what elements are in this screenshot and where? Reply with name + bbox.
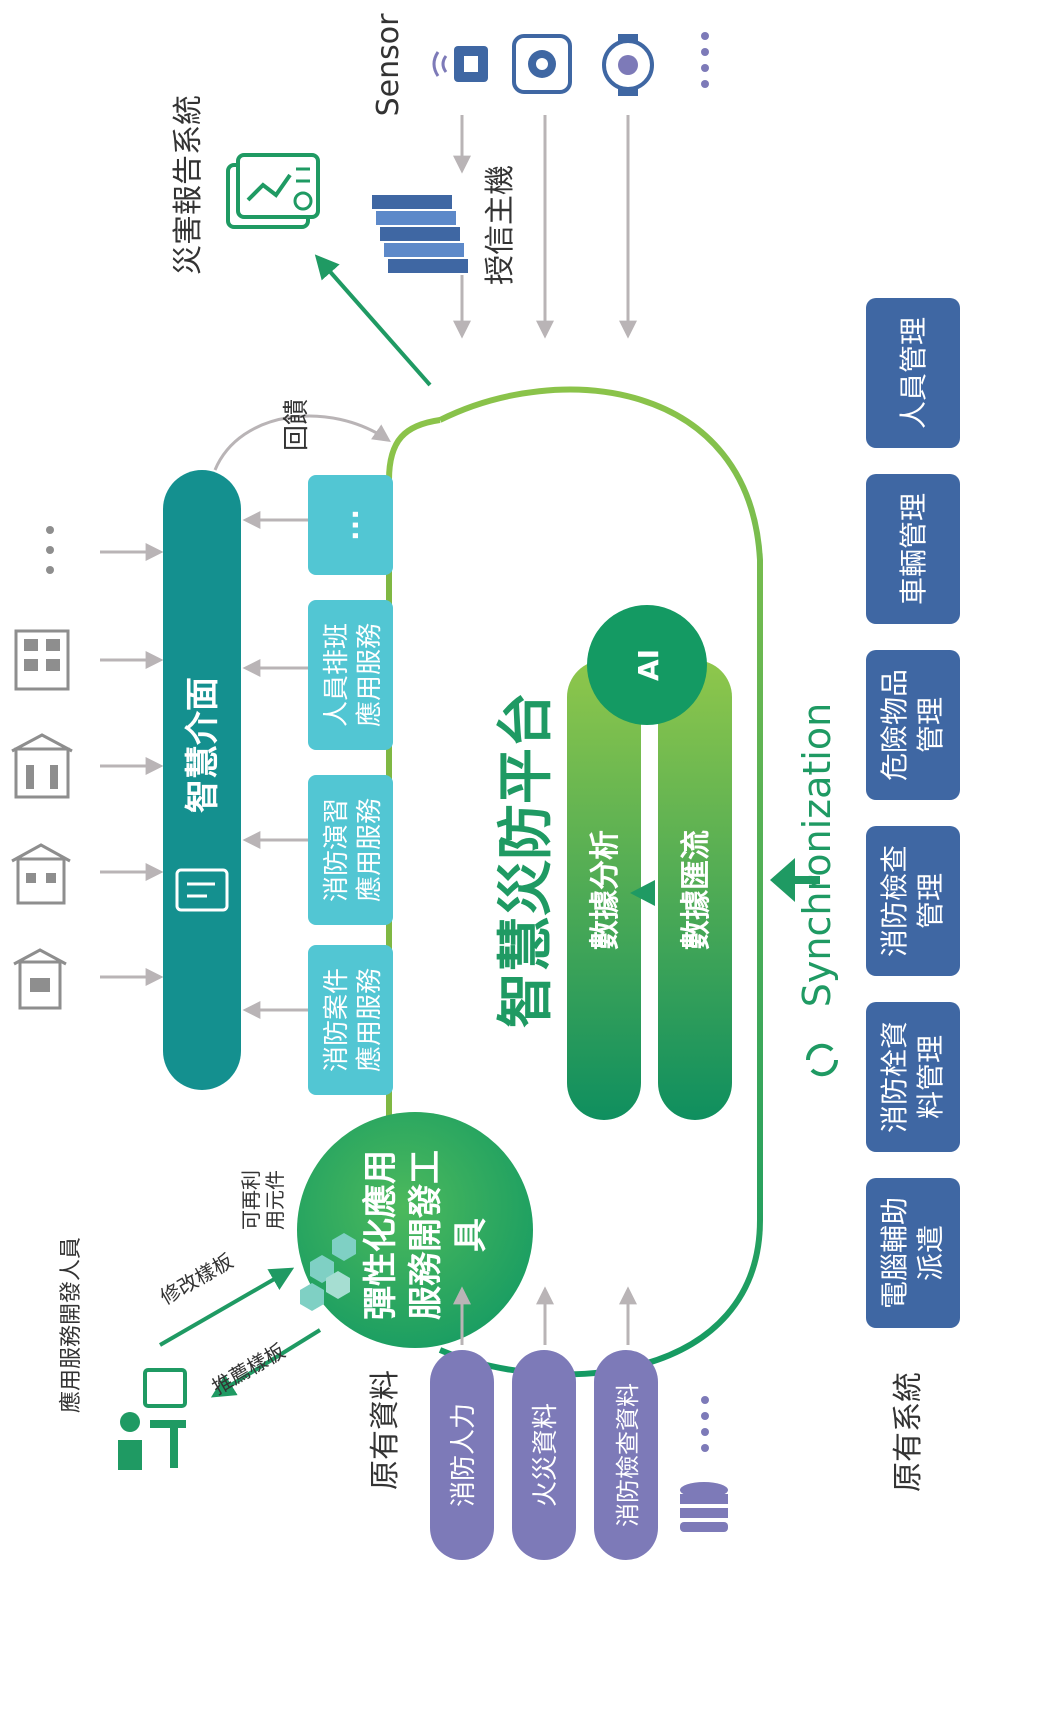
svg-text:彈性化應用: 彈性化應用	[361, 1150, 401, 1320]
platform-title: 智慧災防平台	[494, 692, 559, 1028]
app-service-box[interactable]: ...	[308, 475, 393, 575]
smart-interface-label: 智慧介面	[183, 677, 223, 813]
modify-template-arrow	[159, 1267, 295, 1347]
building-icon	[13, 948, 67, 1010]
developer-icon	[118, 1368, 187, 1470]
svg-text:管理: 管理	[914, 873, 947, 929]
sensor-icon	[432, 46, 488, 82]
svg-text:服務開發工: 服務開發工	[406, 1150, 446, 1320]
svg-text:應用服務: 應用服務	[355, 623, 385, 727]
svg-text:人員管理: 人員管理	[897, 317, 930, 429]
sensor-arrows	[453, 115, 637, 339]
legacy-data-item[interactable]: 消防檢查資料	[594, 1350, 658, 1560]
database-icon	[680, 1482, 728, 1532]
svg-text:消防案件: 消防案件	[322, 968, 352, 1072]
more-data	[701, 1396, 709, 1452]
data-aggregation-bar	[658, 660, 732, 1120]
svg-text:派遣: 派遣	[914, 1225, 947, 1281]
report-arrow	[314, 254, 432, 387]
app-service-box[interactable]: 人員排班 應用服務	[308, 600, 393, 750]
svg-text:管理: 管理	[914, 697, 947, 753]
legacy-system-item[interactable]: 消防栓資 料管理	[866, 1002, 960, 1152]
svg-text:火災資料: 火災資料	[531, 1403, 561, 1507]
svg-text:...: ...	[332, 509, 365, 541]
recommend-template-label: 推薦樣板	[208, 1339, 289, 1400]
svg-text:料管理: 料管理	[914, 1035, 947, 1119]
sync-arrow	[770, 858, 795, 902]
svg-text:應用服務: 應用服務	[355, 968, 385, 1072]
legacy-system-title: 原有系統	[891, 1372, 926, 1492]
legacy-data-item[interactable]: 火災資料	[512, 1350, 576, 1560]
modify-template-label: 修改樣板	[156, 1249, 237, 1310]
legacy-data-arrows	[453, 1286, 637, 1345]
svg-text:消防檢查資料: 消防檢查資料	[614, 1383, 642, 1527]
feedback-label: 回饋	[282, 399, 312, 451]
meter-icon	[602, 34, 654, 96]
service-arrows	[242, 511, 308, 1019]
svg-text:電腦輔助: 電腦輔助	[878, 1197, 911, 1309]
app-service-box[interactable]: 消防案件 應用服務	[308, 945, 393, 1095]
reusable-label: 用元件	[263, 1170, 287, 1230]
more-buildings	[46, 526, 54, 574]
receiver-label: 授信主機	[483, 165, 518, 285]
svg-text:應用服務: 應用服務	[355, 798, 385, 902]
reusable-components-icon	[300, 1233, 356, 1311]
office-icon	[14, 629, 70, 691]
sync-label: Synchronization	[795, 703, 839, 1007]
report-icon	[226, 153, 320, 229]
svg-text:消防演習: 消防演習	[322, 798, 352, 902]
disaster-report-label: 災害報告系統	[171, 95, 206, 275]
legacy-system-item[interactable]: 危險物品 管理	[866, 650, 960, 800]
school-icon	[11, 843, 71, 905]
legacy-system-item[interactable]: 車輛管理	[866, 474, 960, 624]
svg-text:危險物品: 危險物品	[878, 669, 911, 781]
server-icon	[372, 195, 468, 273]
svg-text:消防檢查: 消防檢查	[878, 845, 911, 957]
feedback-arrow	[213, 414, 391, 471]
analysis-arrow	[630, 880, 655, 906]
ai-label: AI	[632, 649, 665, 681]
smart-interface-pill	[163, 470, 241, 1090]
sync-icon	[805, 1043, 839, 1077]
hospital-icon	[11, 733, 73, 799]
building-arrows	[100, 543, 164, 986]
legacy-system-item[interactable]: 人員管理	[866, 298, 960, 448]
data-aggregation-label: 數據匯流	[679, 830, 714, 950]
recommend-template-arrow	[210, 1328, 322, 1398]
app-service-box[interactable]: 消防演習 應用服務	[308, 775, 393, 925]
data-analysis-bar	[567, 660, 641, 1120]
legacy-data-item[interactable]: 消防人力	[430, 1350, 494, 1560]
sensor-label: Sensor	[371, 13, 406, 116]
dev-tool-circle[interactable]	[297, 1112, 533, 1348]
svg-text:消防人力: 消防人力	[449, 1403, 479, 1507]
more-sensors	[701, 32, 709, 88]
developer-label: 應用服務開發人員	[58, 1237, 84, 1413]
svg-text:消防栓資: 消防栓資	[878, 1021, 911, 1133]
svg-text:車輛管理: 車輛管理	[897, 493, 930, 605]
legacy-system-item[interactable]: 消防檢查 管理	[866, 826, 960, 976]
svg-text:具: 具	[451, 1218, 491, 1252]
interface-icon	[175, 868, 229, 912]
camera-icon	[512, 34, 572, 94]
legacy-system-item[interactable]: 電腦輔助 派遣	[866, 1178, 960, 1328]
svg-text:人員排班: 人員排班	[322, 623, 352, 727]
legacy-data-title: 原有資料	[368, 1370, 403, 1490]
reusable-label: 可再利	[239, 1170, 263, 1230]
data-analysis-label: 數據分析	[588, 830, 623, 950]
ai-circle	[587, 605, 707, 725]
